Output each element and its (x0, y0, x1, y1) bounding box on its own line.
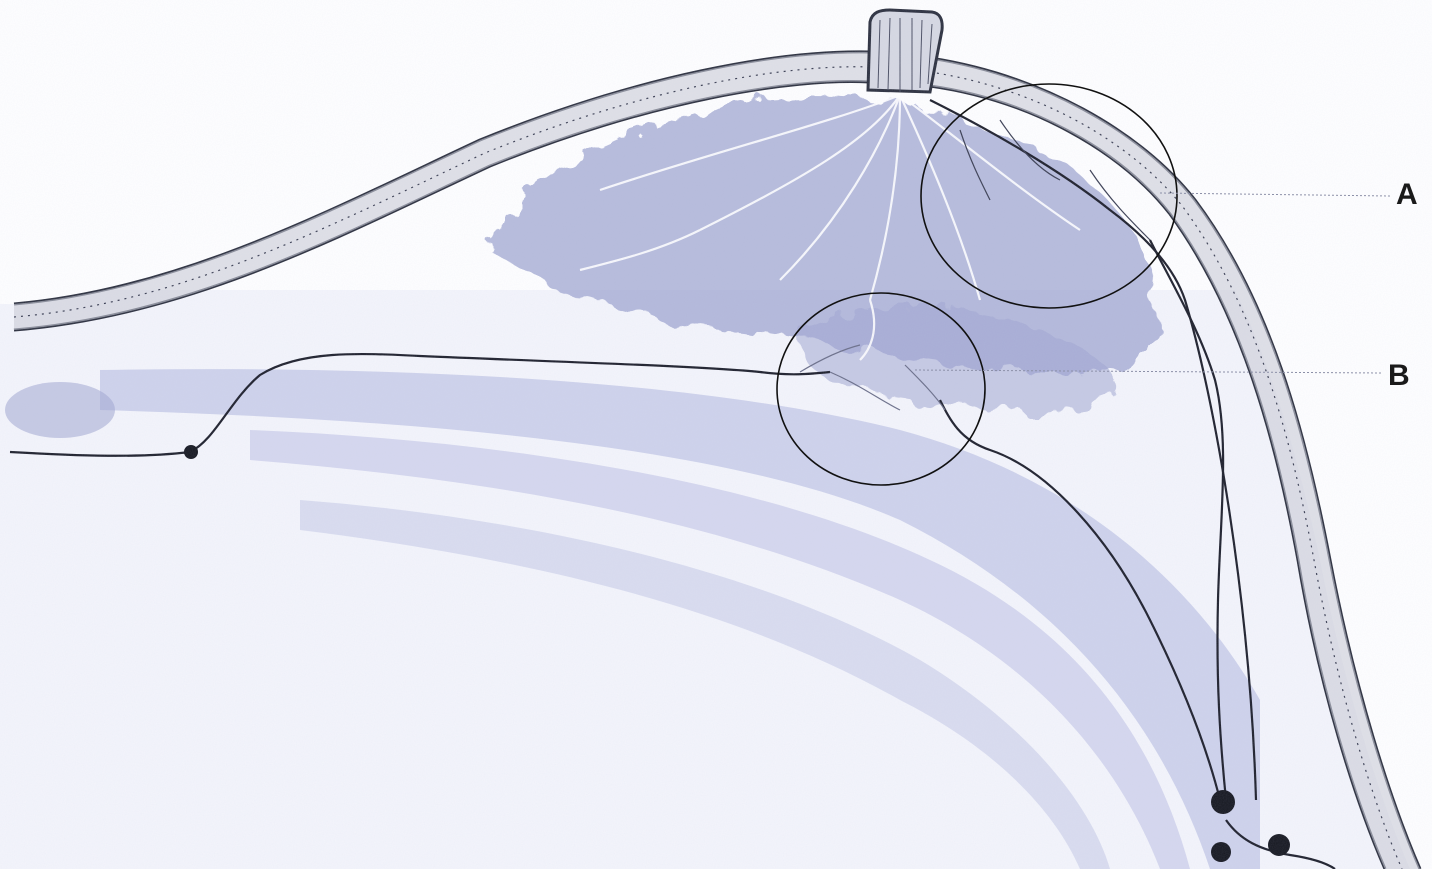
label-b: B (1388, 359, 1410, 392)
label-a: A (1396, 178, 1418, 211)
